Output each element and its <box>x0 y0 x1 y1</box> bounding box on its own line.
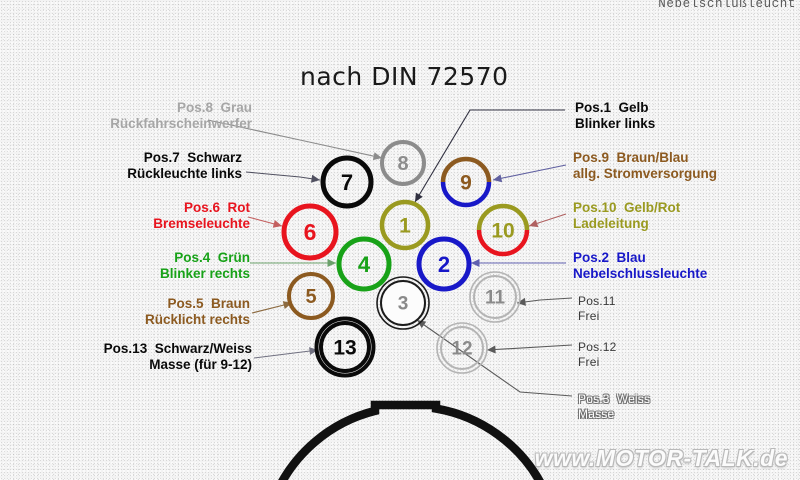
pin-2-number: 2 <box>438 252 450 277</box>
label-pos12-line2: Frei <box>578 354 600 369</box>
label-pos8-line1: Pos.8 Grau <box>176 100 252 115</box>
leader-4-arrowhead <box>327 259 336 267</box>
pin-1[interactable]: 1 <box>379 199 431 251</box>
label-pos13-line1: Pos.13 Schwarz/Weiss <box>103 341 252 356</box>
pin-11-number: 11 <box>485 288 506 309</box>
pin-4-number: 4 <box>358 252 371 277</box>
leader-lines-group <box>207 109 573 397</box>
pin-8[interactable]: 8 <box>380 140 426 186</box>
pin-9[interactable]: 9 <box>440 156 492 208</box>
label-pos8-line2: Rückfahrscheinwerfer <box>110 116 252 132</box>
leader-1-arrowhead <box>415 192 423 202</box>
watermark-top-text: Nebelschlußleucht <box>658 0 796 11</box>
leader-10-arrowhead <box>529 219 539 228</box>
leader-11-arrowhead <box>517 297 526 306</box>
label-pos6-line1: Pos.6 Rot <box>183 200 250 215</box>
label-pos10-line1: Pos.10 Gelb/Rot <box>573 200 681 215</box>
label-pos11-line2: Frei <box>578 308 600 323</box>
leader-1 <box>414 109 565 203</box>
pin-1-number: 1 <box>399 214 411 237</box>
pin-13-number: 13 <box>333 336 356 359</box>
leader-2-arrowhead <box>471 259 480 267</box>
pin-9-number: 9 <box>460 171 472 194</box>
pin-5-number: 5 <box>305 286 316 308</box>
pin-7-number: 7 <box>341 170 353 195</box>
leader-13-arrowhead <box>309 347 318 356</box>
leader-7 <box>245 171 321 181</box>
leader-8 <box>207 119 383 159</box>
label-pos1-line2: Blinker links <box>575 116 656 132</box>
leader-12-arrowhead <box>487 345 496 354</box>
leader-7-arrowhead <box>311 174 320 183</box>
leader-12 <box>486 344 573 351</box>
label-pos9-line1: Pos.9 Braun/Blau <box>573 150 689 165</box>
label-pos5-line2: Rücklicht rechts <box>144 312 250 328</box>
pin-10[interactable]: 10 <box>476 203 530 257</box>
label-pos1-line1: Pos.1 Gelb <box>575 100 649 115</box>
page-title: nach DIN 72570 <box>300 62 509 91</box>
label-pos6-line2: Bremseleuchte <box>153 216 250 232</box>
label-pos4-line2: Blinker rechts <box>159 266 250 282</box>
pin-4[interactable]: 4 <box>336 236 392 292</box>
label-pos7-line1: Pos.7 Schwarz <box>143 150 242 165</box>
pin-6-number: 6 <box>304 219 317 245</box>
label-pos13-line2: Masse (für 9-12) <box>149 357 252 373</box>
label-pos2-line1: Pos.2 Blau <box>573 250 646 265</box>
pin-13[interactable]: 13 <box>314 316 376 378</box>
leader-8-arrowhead <box>372 152 382 161</box>
label-pos9-line2: allg. Stromversorgung <box>573 166 718 182</box>
pin-12[interactable]: 12 <box>436 322 488 374</box>
pin-5[interactable]: 5 <box>287 272 335 320</box>
pin-12-number: 12 <box>451 339 472 360</box>
watermark-motor-talk: www.MOTOR-TALK.de <box>534 445 788 471</box>
label-pos11-line1: Pos.11 <box>578 294 616 308</box>
leader-13 <box>253 349 319 359</box>
pin-2[interactable]: 2 <box>416 236 472 292</box>
leader-9 <box>492 164 567 181</box>
leader-9-arrowhead <box>493 174 503 183</box>
label-pos12-line1: Pos.12 <box>578 340 617 354</box>
pin-8-number: 8 <box>397 153 408 175</box>
label-pos5-line1: Pos.5 Braun <box>167 296 250 311</box>
label-pos10-line2: Ladeleitung <box>573 216 649 232</box>
label-pos3-line2: Masse <box>578 406 615 421</box>
socket-outline-group <box>278 400 544 480</box>
pin-3[interactable]: 3 <box>376 276 430 330</box>
pin-11[interactable]: 11 <box>469 271 521 323</box>
label-pos2-line2: Nebelschlussleuchte <box>573 266 708 282</box>
label-pos7-line2: Rückleuchte links <box>127 166 242 182</box>
leader-3-arrowhead <box>417 320 427 329</box>
pin-6[interactable]: 6 <box>281 203 339 261</box>
label-pos4-line1: Pos.4 Grün <box>174 250 250 265</box>
socket-outline <box>278 400 544 480</box>
leader-3 <box>416 319 573 397</box>
label-pos3-line1: Pos.3 Weiss <box>578 392 651 406</box>
pin-7[interactable]: 7 <box>320 155 374 209</box>
pin-10-number: 10 <box>491 219 514 242</box>
pin-3-number: 3 <box>398 294 409 315</box>
leader-6-arrowhead <box>272 219 282 228</box>
